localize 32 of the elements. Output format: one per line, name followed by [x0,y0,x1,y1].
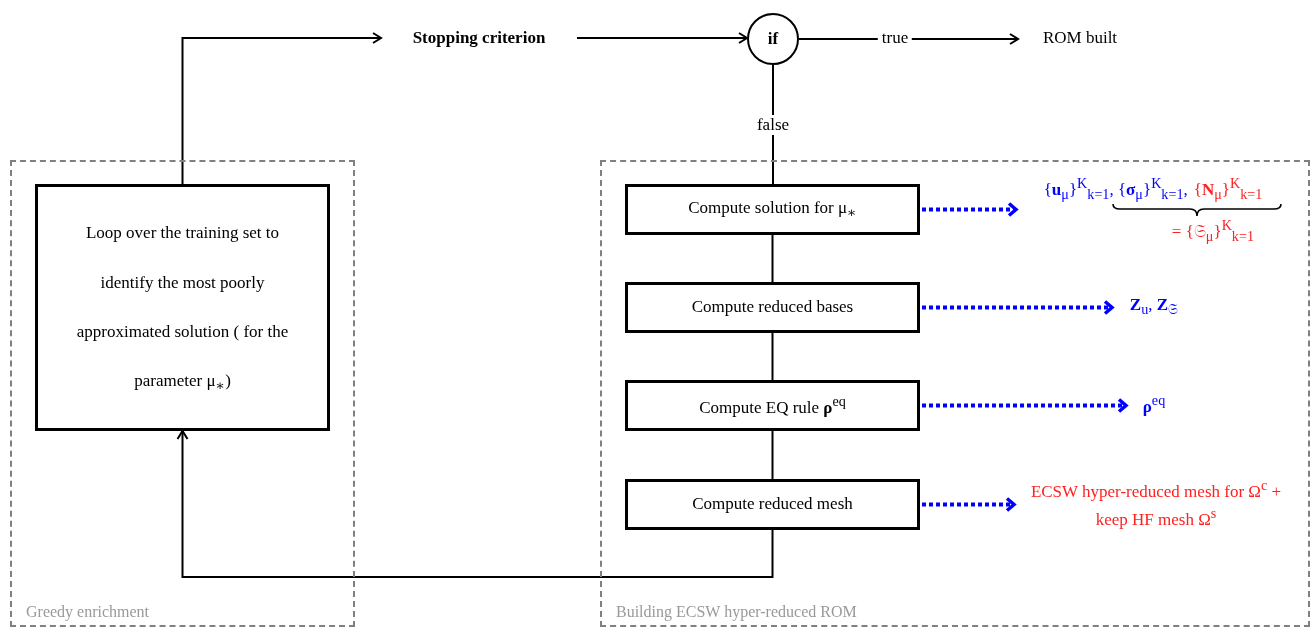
group-title: Building ECSW hyper-reduced ROM [616,603,857,621]
group-frame [600,160,1310,627]
arrow [176,430,774,578]
process-box [35,184,330,431]
connector-line [771,430,774,480]
box-text: Compute reduced mesh [691,494,854,515]
result-text: Z$_{u}$, Z$_{𝔖}$ [1129,294,1179,320]
connector-line [771,332,774,381]
box-text: Loop over the training set to identify the most poorly approximated solution ( for the parameter μ$_{∗}$) [75,222,290,396]
process-box [625,380,920,431]
box-text: Compute reduced bases [690,297,855,318]
group-frame [10,160,355,627]
dotted-arrow [922,201,1018,218]
group-title: Greedy enrichment [26,603,150,621]
result-text: ρ$^{eq}$ [1142,391,1166,418]
box-text: Compute solution for μ$_{∗}$ [687,197,858,222]
result-text: ECSW hyper-reduced mesh for Ω$^{c}$ + keep HF mesh Ω$^{s}$ [1029,476,1283,531]
flow-text: ROM built [1042,26,1118,49]
connector-line [771,234,774,283]
dotted-arrow [922,397,1128,414]
arrow [576,32,748,44]
process-box [625,282,920,333]
decision-circle [747,13,799,65]
decision-text: if [767,29,779,49]
dotted-arrow [922,496,1016,513]
process-box [625,479,920,530]
dotted-arrow [922,299,1114,316]
process-box [625,184,920,235]
arrow [181,32,382,185]
box-text: Compute EQ rule ρ$^{eq}$ [698,392,847,418]
flow-text: Stopping criterion [412,26,546,49]
math-expression: {u$_{μ}$}$^{K}$$_{k=1}$, {σ$_{μ}$}$^{K}$$_{k=1}$, [1043,174,1188,203]
